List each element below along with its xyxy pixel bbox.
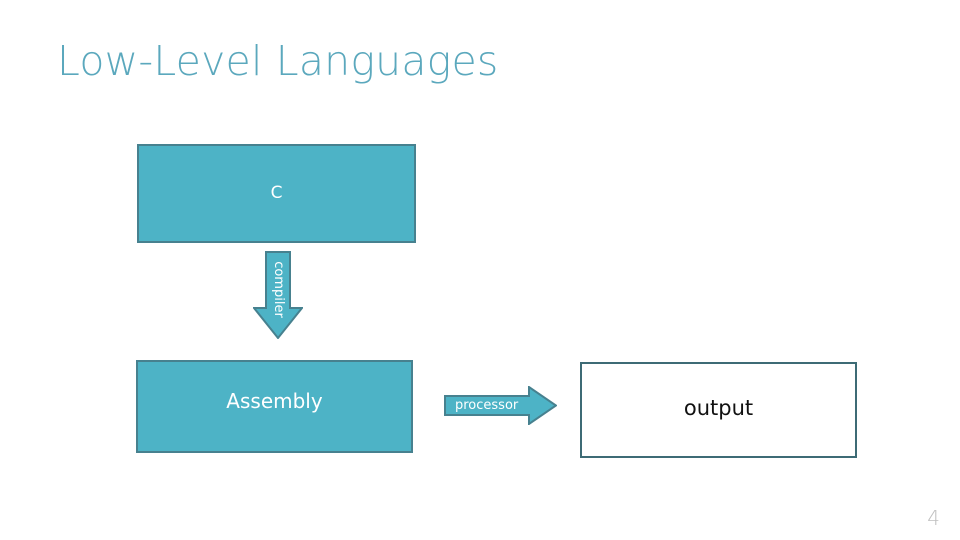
flow-node-output[interactable]: output: [580, 362, 857, 458]
flow-node-assembly[interactable]: Assembly: [136, 360, 413, 453]
arrow-down-icon: [253, 251, 303, 339]
flow-node-c-label: C: [270, 182, 283, 203]
arrow-right-icon: [444, 386, 557, 425]
slide-page-number: 4: [927, 506, 940, 530]
flow-node-assembly-label: Assembly: [226, 388, 323, 413]
flow-arrow-compiler[interactable]: compiler: [253, 251, 303, 339]
flow-node-output-label: output: [683, 396, 754, 420]
page-title: Low-Level Languages: [57, 37, 499, 85]
flow-node-c[interactable]: C: [137, 144, 416, 243]
flow-arrow-processor[interactable]: processor: [444, 386, 557, 425]
